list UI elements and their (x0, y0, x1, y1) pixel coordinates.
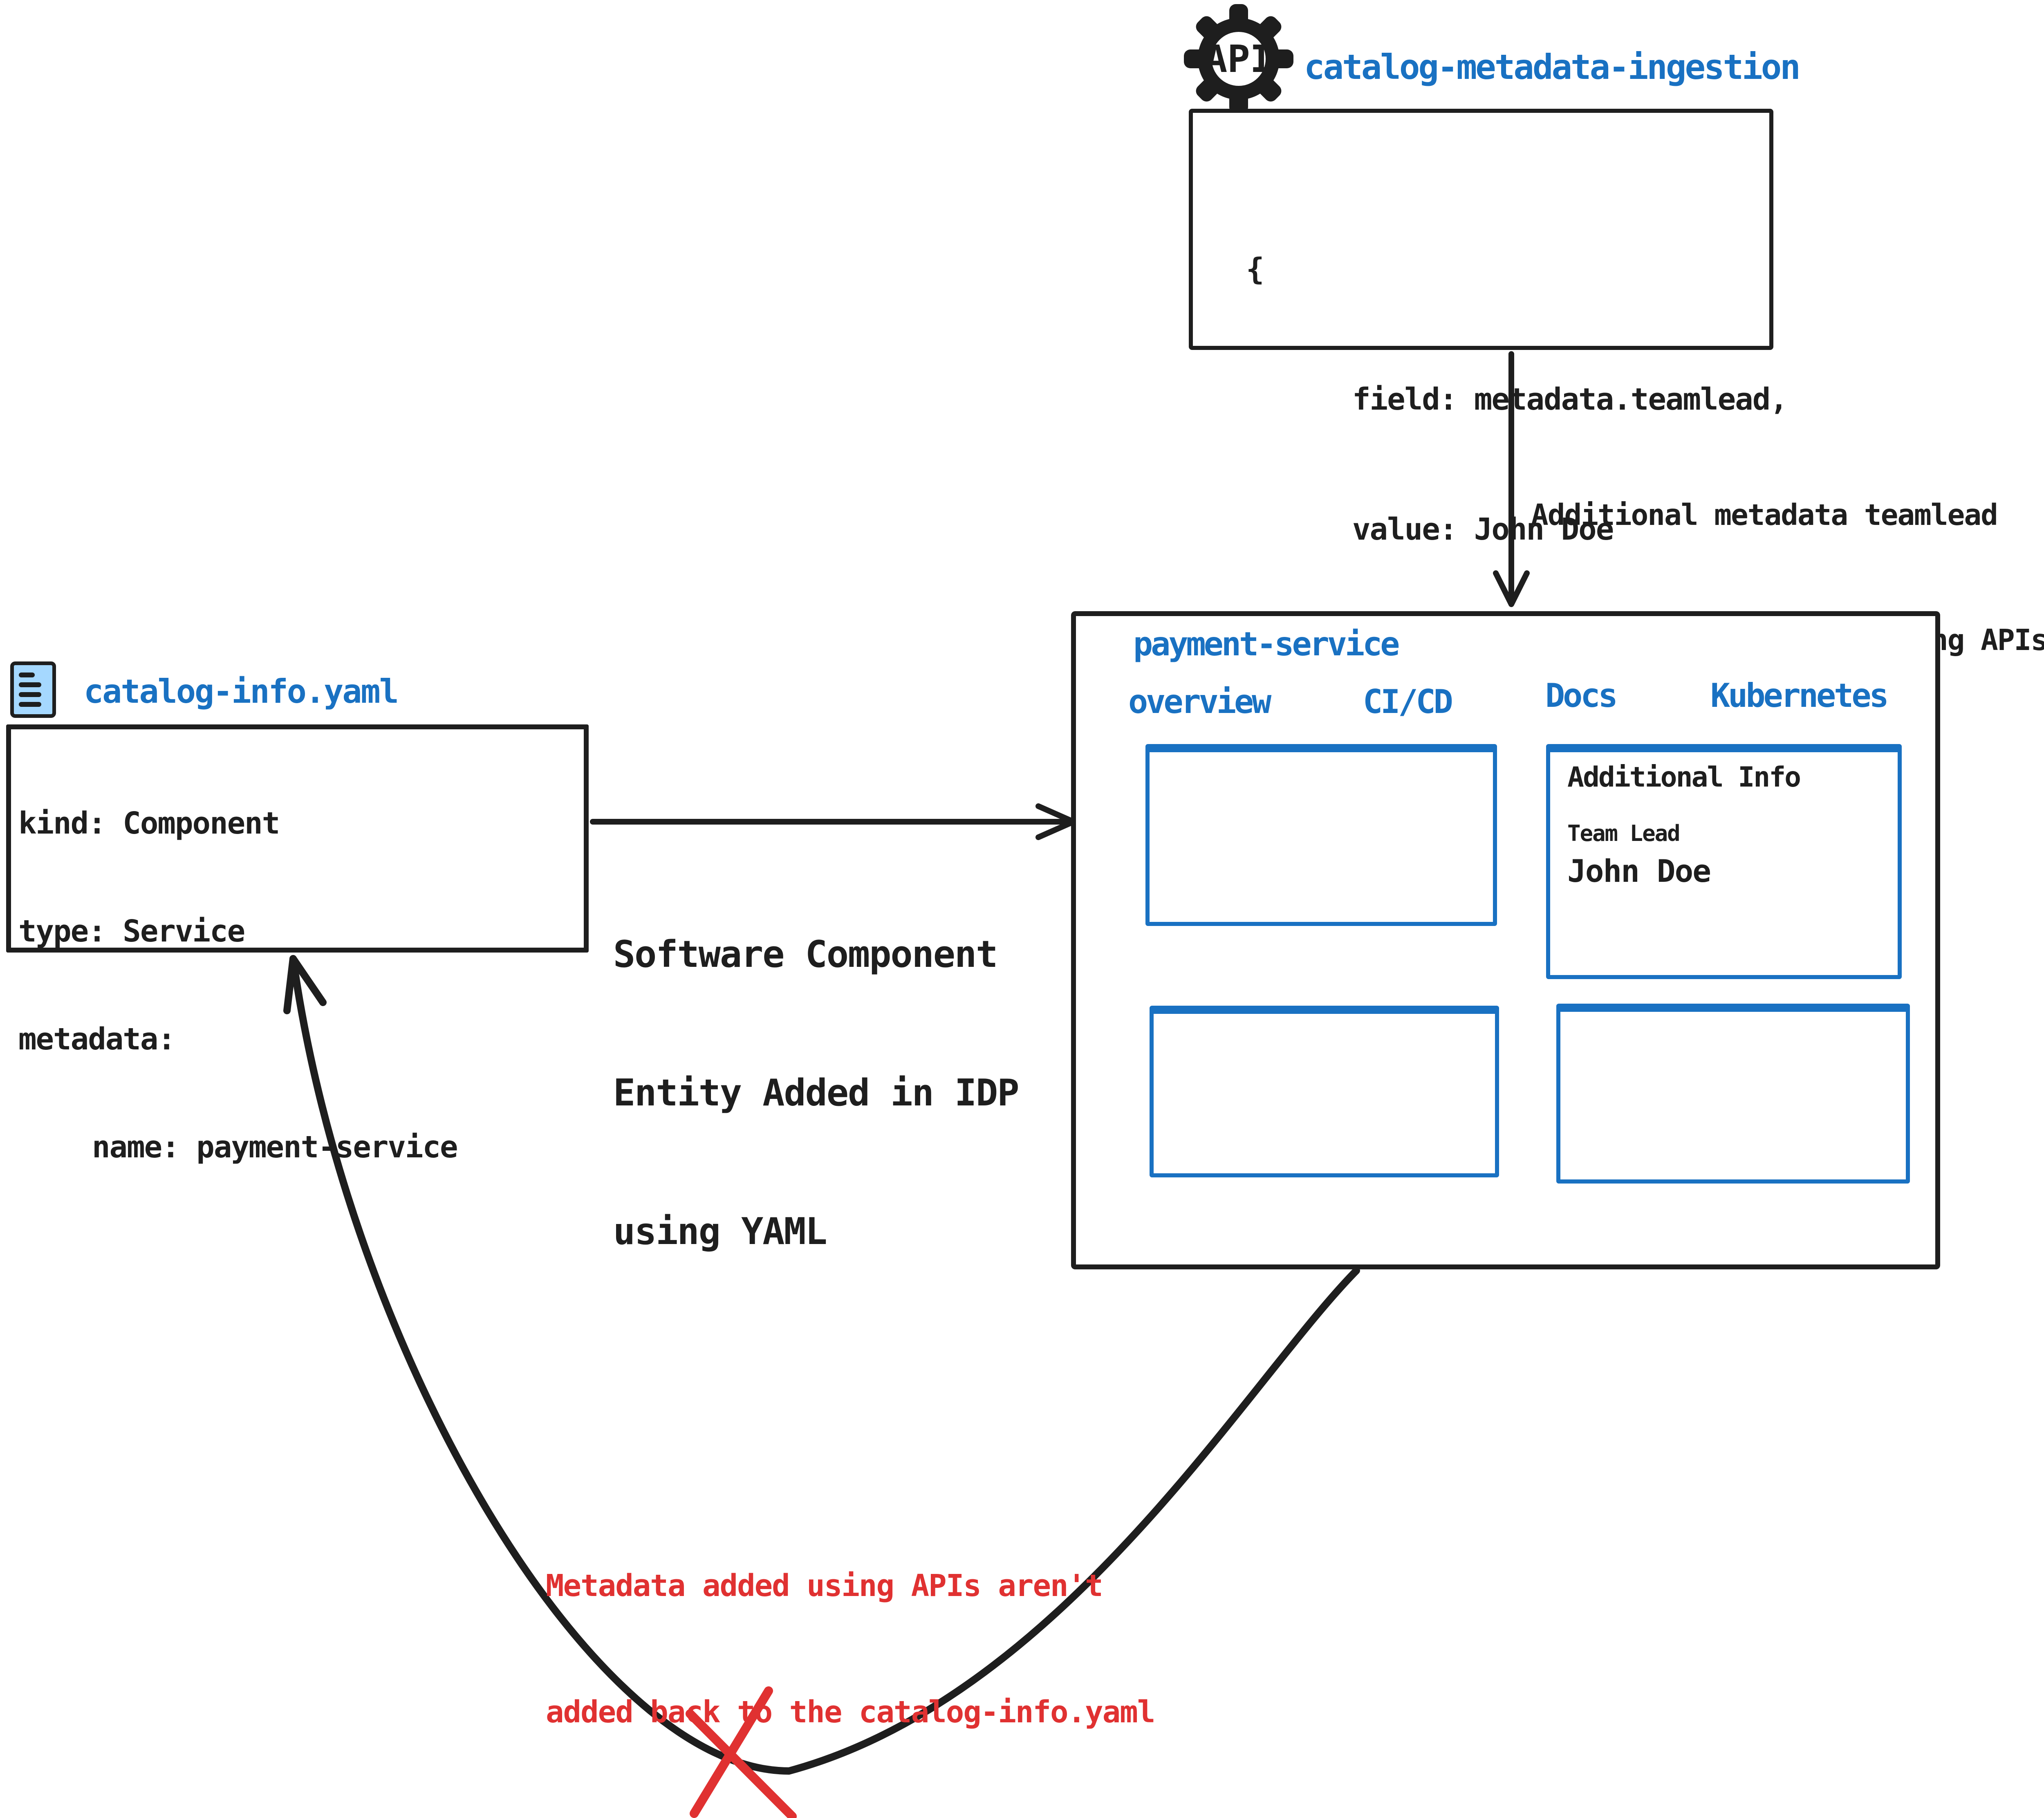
code-line: value: John Doe (1352, 512, 1614, 547)
tab-overview: overview (1128, 683, 1271, 721)
tab-cicd: CI/CD (1363, 683, 1453, 721)
yaml-file-title: catalog-info.yaml (84, 673, 399, 711)
yaml-line: name: payment-service (92, 1130, 458, 1165)
ingestion-code-box: { field: metadata.teamlead, value: John … (1189, 109, 1788, 677)
tab-docs: Docs (1545, 677, 1618, 715)
additional-info-title: Additional Info (1567, 761, 1801, 794)
idp-service-box: payment-service overview CI/CD Docs Kube… (1071, 611, 1940, 1269)
idp-to-yaml-curve (283, 955, 1360, 1775)
idp-widget-placeholder (1145, 744, 1497, 926)
code-line: field: metadata.teamlead, (1352, 382, 1788, 417)
api-icon-label: API (1205, 37, 1273, 81)
yaml-line: type: Service (18, 914, 245, 949)
not-synced-x-icon (686, 1686, 797, 1818)
api-to-idp-arrow (1493, 351, 1530, 607)
yaml-arrow-label: Software Component Entity Added in IDP u… (613, 933, 1020, 1253)
idp-service-title: payment-service (1133, 625, 1400, 663)
code-line: { (1246, 252, 1264, 287)
api-gear-icon: API (1183, 3, 1294, 114)
additional-info-panel: Additional Info Team Lead John Doe (1546, 744, 1902, 979)
team-lead-value: John Doe (1567, 853, 1711, 889)
yaml-file-box: kind: Component type: Service metadata: … (6, 724, 589, 1165)
team-lead-label: Team Lead (1567, 820, 1681, 846)
ingestion-title: catalog-metadata-ingestion (1304, 47, 1801, 87)
yaml-line: metadata: (18, 1022, 176, 1057)
tab-kubernetes: Kubernetes (1710, 677, 1889, 715)
not-synced-note: Metadata added using APIs aren't added b… (546, 1568, 1155, 1730)
idp-widget-placeholder (1150, 1006, 1499, 1177)
idp-widget-placeholder (1556, 1004, 1910, 1184)
yaml-to-idp-arrow (590, 803, 1076, 840)
yaml-line: kind: Component (18, 806, 280, 841)
yaml-file-icon (10, 661, 56, 718)
